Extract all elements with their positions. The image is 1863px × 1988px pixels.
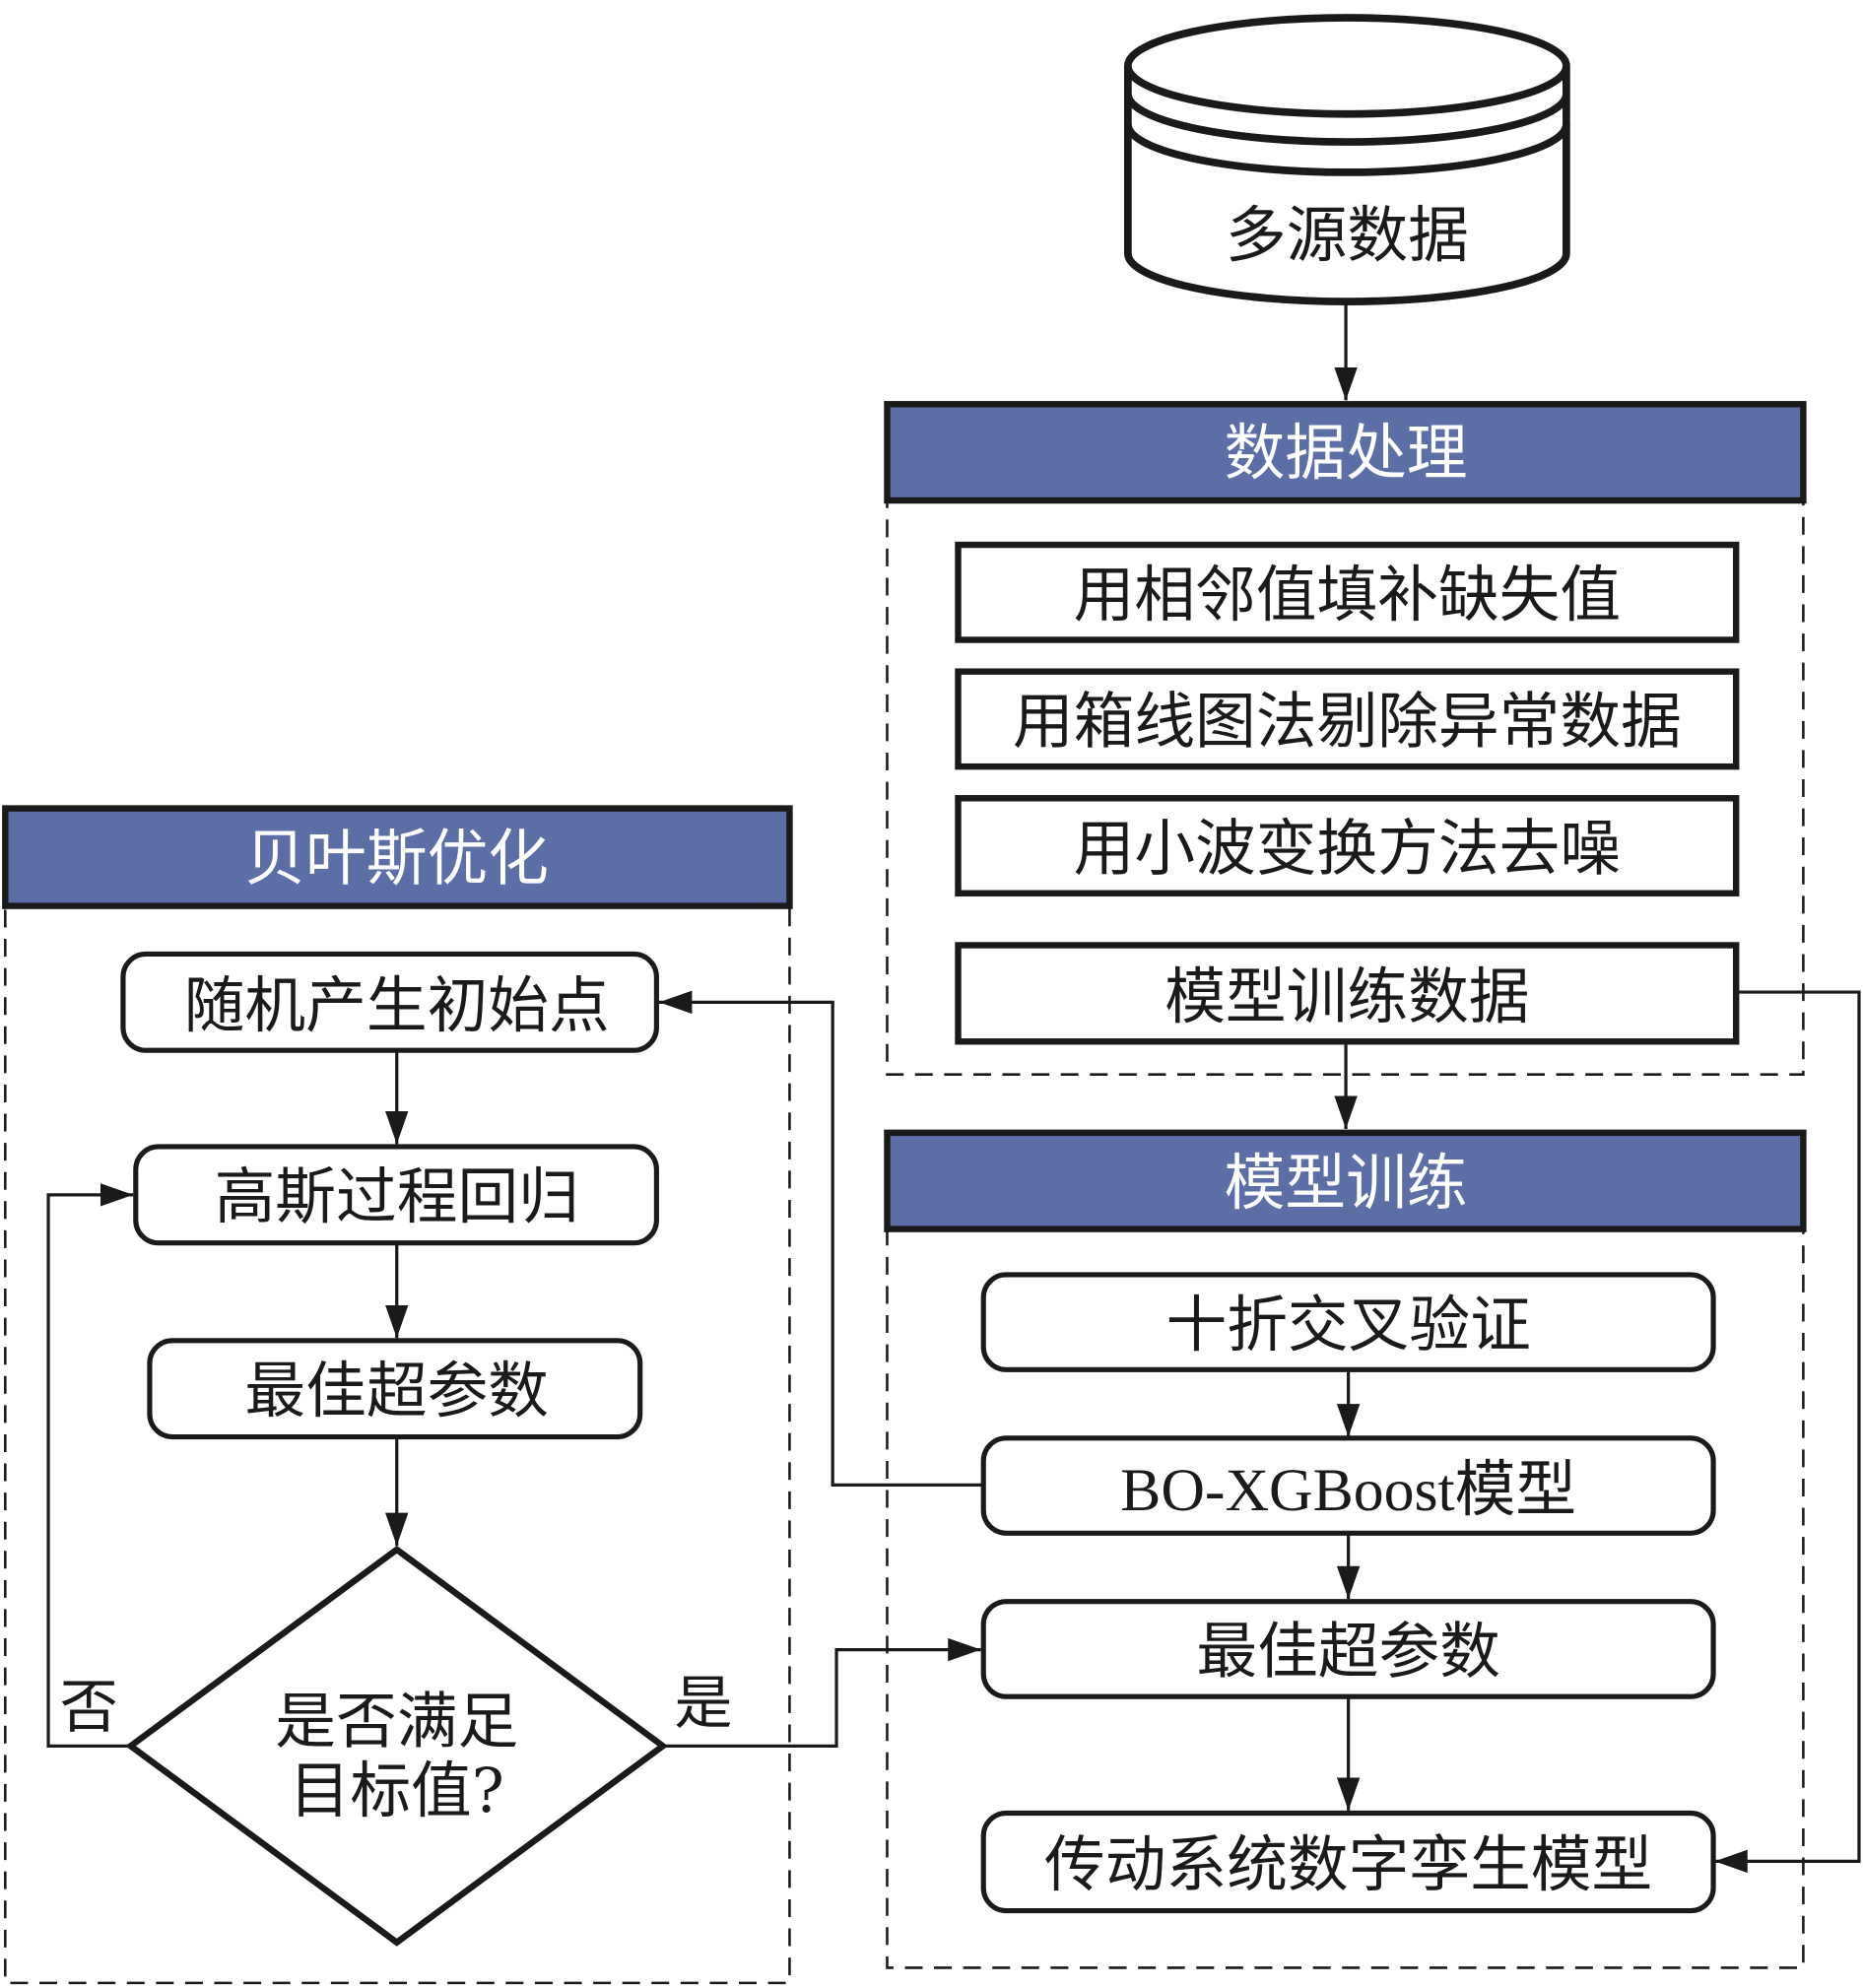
step-bo-xgboost: BO-XGBoost模型 [1120,1457,1576,1524]
model-training-section: 模型训练 十折交叉验证 BO-XGBoost模型 最佳超参数 传动系统数字孪生模… [884,1129,1807,1969]
step-gpr: 高斯过程回归 [215,1161,579,1232]
training-data-label: 模型训练数据 [1164,961,1529,1032]
step-random-init: 随机产生初始点 [184,970,610,1041]
connector-no-loop [46,1183,134,1748]
database-cylinder: 多源数据 [1123,14,1570,305]
step-box-digital-twin [980,1810,1716,1914]
step-box-wavelet-denoise [955,795,1740,896]
step-digital-twin: 传动系统数字孪生模型 [1044,1829,1652,1900]
decision-line2: 目标值? [290,1756,504,1826]
step-remove-outliers: 用箱线图法剔除异常数据 [1013,687,1682,758]
connector-yes [662,1637,981,1748]
data-processing-dashed-frame [886,498,1805,1076]
step-best-hyperparams-right: 最佳超参数 [1196,1617,1500,1688]
connector-training-data-to-twin [1714,990,1861,1874]
bayesian-title: 贝叶斯优化 [244,824,549,895]
decision-line1: 是否满足 [275,1686,518,1756]
decision-diamond [125,1545,669,1947]
model-training-title: 模型训练 [1225,1148,1468,1219]
step-best-hyperparams-left: 最佳超参数 [244,1356,549,1426]
step-ten-fold-cv: 十折交叉验证 [1165,1290,1530,1360]
step-box-best-hyperparams-left [147,1338,643,1440]
step-box-random-init [120,951,659,1053]
step-wavelet-denoise: 用小波变换方法去噪 [1074,813,1621,884]
data-processing-title: 数据处理 [1225,418,1468,489]
bayesian-header [2,805,793,909]
step-fill-missing: 用相邻值填补缺失值 [1074,560,1621,630]
step-box-fill-missing [955,541,1740,643]
bayesian-optimization-section: 贝叶斯优化 随机产生初始点 高斯过程回归 最佳超参数 是否满足 目标值? 否 是 [2,805,793,1985]
data-processing-section: 数据处理 用相邻值填补缺失值 用箱线图法剔除异常数据 用小波变换方法去噪 模型训… [884,401,1807,1076]
yes-label: 是 [674,1669,732,1737]
data-processing-header [884,401,1807,504]
model-training-dashed-frame [886,1227,1805,1969]
database-label: 多源数据 [1226,200,1469,271]
connector-model-to-init [658,990,984,1487]
step-box-remove-outliers [955,668,1740,770]
model-training-header [884,1129,1807,1232]
no-label: 否 [60,1673,118,1741]
